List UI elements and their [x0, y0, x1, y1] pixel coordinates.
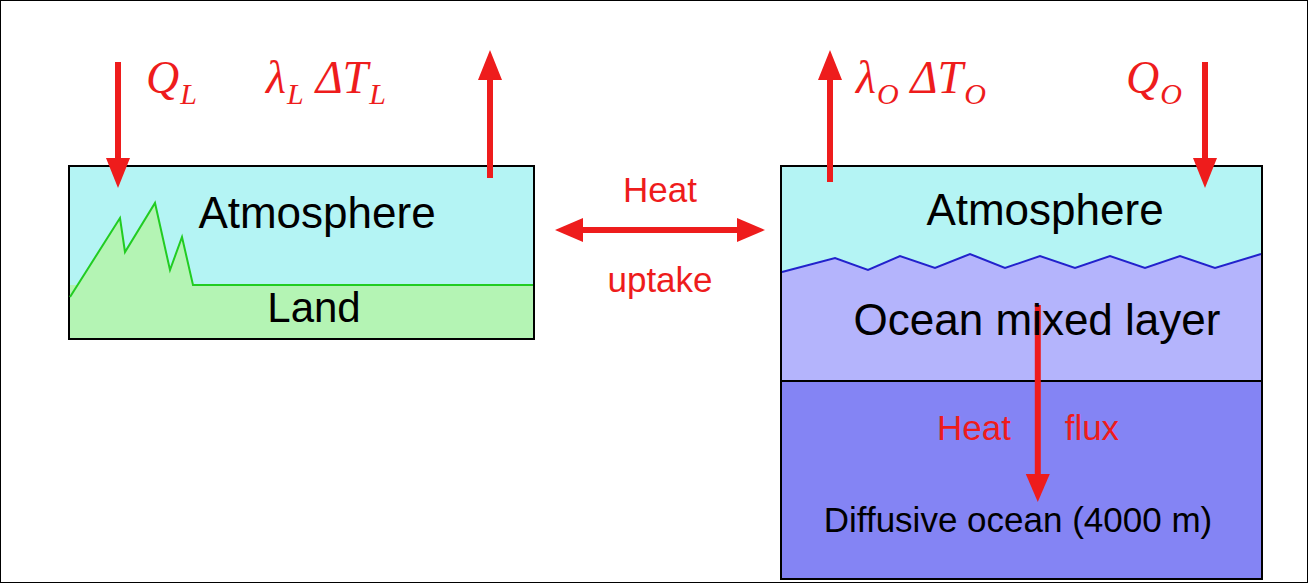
edge-label: Heat flux: [937, 408, 1119, 448]
arrow-shaft: [581, 227, 739, 233]
region-label: Diffusive ocean (4000 m): [824, 500, 1212, 540]
flux-symbol: λ: [266, 52, 286, 103]
region-label: Land: [267, 284, 360, 332]
arrow-head: [1193, 158, 1217, 188]
heat-transfer-arrow: [1026, 305, 1050, 502]
heat-transfer-arrow: [555, 218, 765, 242]
flux-symbol: ΔT: [911, 52, 964, 103]
flux-term: QL: [146, 52, 197, 111]
arrow-head: [818, 50, 842, 80]
flux-symbol: ΔT: [316, 52, 369, 103]
subscript: L: [180, 77, 197, 110]
feedback-arrow: [827, 78, 833, 182]
subscript: L: [369, 77, 386, 110]
region-label: Atmosphere: [198, 188, 435, 239]
land-band: Land: [70, 285, 533, 338]
arrow-head: [737, 218, 765, 242]
mountain-fill: [70, 203, 533, 338]
flux-symbol: λ: [856, 52, 876, 103]
atmosphere-box: Atmosphere: [780, 165, 1263, 277]
region-label: Ocean mixed layer: [854, 295, 1221, 346]
arrow-shaft: [1035, 305, 1041, 476]
arrow-head: [106, 158, 130, 188]
flux-term: λOΔTO: [856, 52, 986, 111]
feedback-arrow: [487, 78, 493, 178]
sea-surface-fill: [782, 254, 1261, 278]
sea-surface-line: [782, 254, 1261, 272]
arrow-head: [555, 218, 583, 242]
subscript: O: [877, 77, 899, 110]
flux-term: QO: [1126, 52, 1182, 111]
mixed-layer-band: Ocean mixed layer: [780, 275, 1263, 382]
region-label: Atmosphere: [926, 185, 1163, 236]
flux-symbol: Q: [1126, 52, 1159, 103]
mountain-outline: [70, 203, 533, 297]
forcing-arrow: [1202, 62, 1208, 160]
atmosphere-box: AtmosphereLand: [68, 165, 535, 340]
subscript: O: [964, 77, 986, 110]
arrow-head: [1026, 474, 1050, 502]
subscript: L: [287, 77, 304, 110]
flux-term: λLΔTL: [266, 52, 386, 111]
flux-symbol: Q: [146, 52, 179, 103]
arrow-head: [478, 50, 502, 80]
edge-label: Heat uptake: [590, 145, 730, 325]
forcing-arrow: [115, 62, 121, 160]
subscript: O: [1160, 77, 1182, 110]
